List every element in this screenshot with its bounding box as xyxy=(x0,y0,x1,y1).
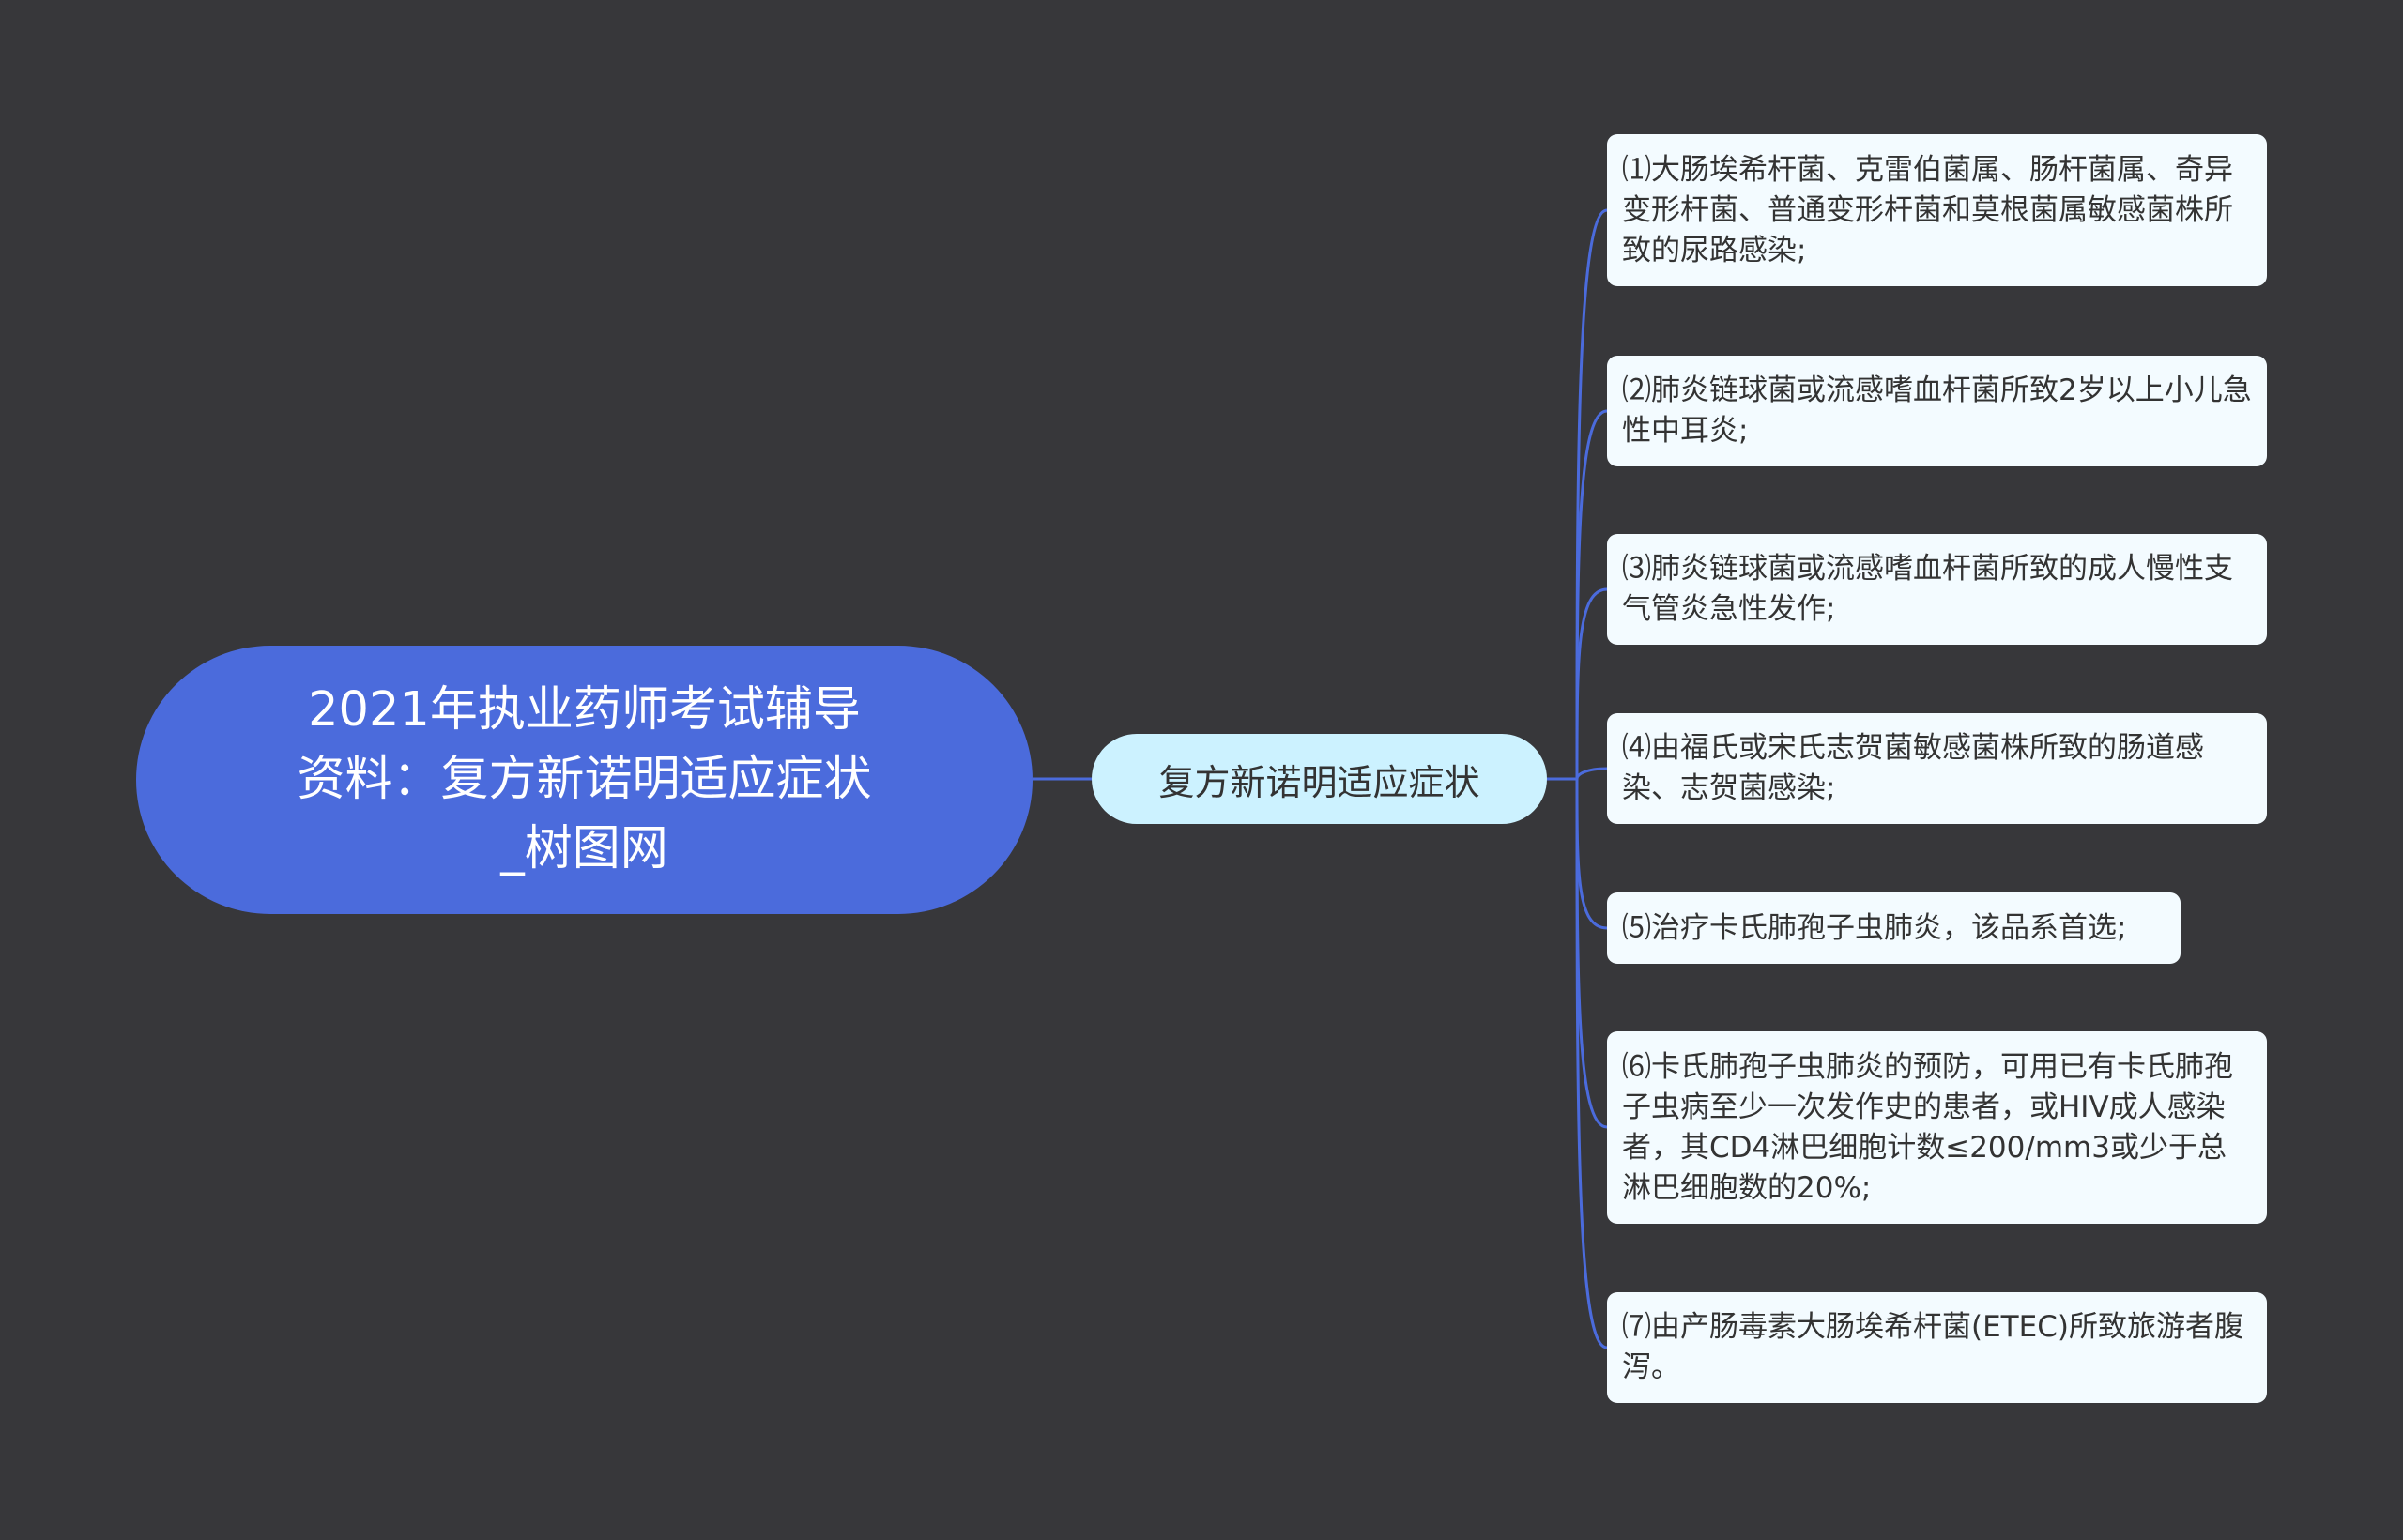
leaf-6-connector xyxy=(1575,778,1608,1129)
leaf-2-connector xyxy=(1575,409,1608,780)
leaf-3-connector xyxy=(1575,587,1608,780)
leaf-node-4[interactable]: ⑷由福氏或宋氏志贺菌敏感菌株所致的肠道感染、志贺菌感染; xyxy=(1607,713,2267,824)
leaf-node-label: ⑵肺炎链球菌或流感嗜血杆菌所致2岁以上小儿急性中耳炎; xyxy=(1622,374,2252,448)
leaf-node-7[interactable]: ⑺由产肠毒素大肠埃希杆菌(ETEC)所致旅游者腹泻。 xyxy=(1607,1292,2267,1403)
root-topic-label: 2021年执业药师考试辅导资料：复方新诺明适应症状_树图网 xyxy=(297,682,872,877)
leaf-node-5[interactable]: ⑸治疗卡氏肺孢子虫肺炎，该品系首选; xyxy=(1607,892,2181,964)
leaf-node-1[interactable]: ⑴大肠埃希杆菌、克雷伯菌属、肠杆菌属、奇异变形杆菌、普通变形杆菌和莫根菌属敏感菌… xyxy=(1607,134,2267,286)
root-topic-node[interactable]: 2021年执业药师考试辅导资料：复方新诺明适应症状_树图网 xyxy=(136,646,1033,914)
branch-topic-label: 复方新诺明适应症状 xyxy=(1158,761,1480,803)
leaf-node-3[interactable]: ⑶肺炎链球菌或流感嗜血杆菌所致的成人慢性支气管炎急性发作; xyxy=(1607,534,2267,645)
leaf-node-2[interactable]: ⑵肺炎链球菌或流感嗜血杆菌所致2岁以上小儿急性中耳炎; xyxy=(1607,356,2267,466)
leaf-5-connector xyxy=(1575,778,1608,930)
leaf-node-label: ⑶肺炎链球菌或流感嗜血杆菌所致的成人慢性支气管炎急性发作; xyxy=(1622,552,2233,626)
leaf-node-label: ⑺由产肠毒素大肠埃希杆菌(ETEC)所致旅游者腹泻。 xyxy=(1622,1310,2243,1384)
branch-topic-node[interactable]: 复方新诺明适应症状 xyxy=(1092,734,1547,824)
leaf-7-connector xyxy=(1575,778,1608,1349)
leaf-node-label: ⑸治疗卡氏肺孢子虫肺炎，该品系首选; xyxy=(1622,910,2127,945)
leaf-node-6[interactable]: ⑹卡氏肺孢子虫肺炎的预防，可用已有卡氏肺孢子虫病至少一次发作史的患者，或HIV成… xyxy=(1607,1031,2267,1224)
leaf-node-label: ⑷由福氏或宋氏志贺菌敏感菌株所致的肠道感染、志贺菌感染; xyxy=(1622,731,2204,805)
leaf-node-label: ⑹卡氏肺孢子虫肺炎的预防，可用已有卡氏肺孢子虫病至少一次发作史的患者，或HIV成… xyxy=(1622,1049,2233,1205)
leaf-node-label: ⑴大肠埃希杆菌、克雷伯菌属、肠杆菌属、奇异变形杆菌、普通变形杆菌和莫根菌属敏感菌… xyxy=(1622,152,2233,267)
leaf-4-connector xyxy=(1575,767,1608,780)
